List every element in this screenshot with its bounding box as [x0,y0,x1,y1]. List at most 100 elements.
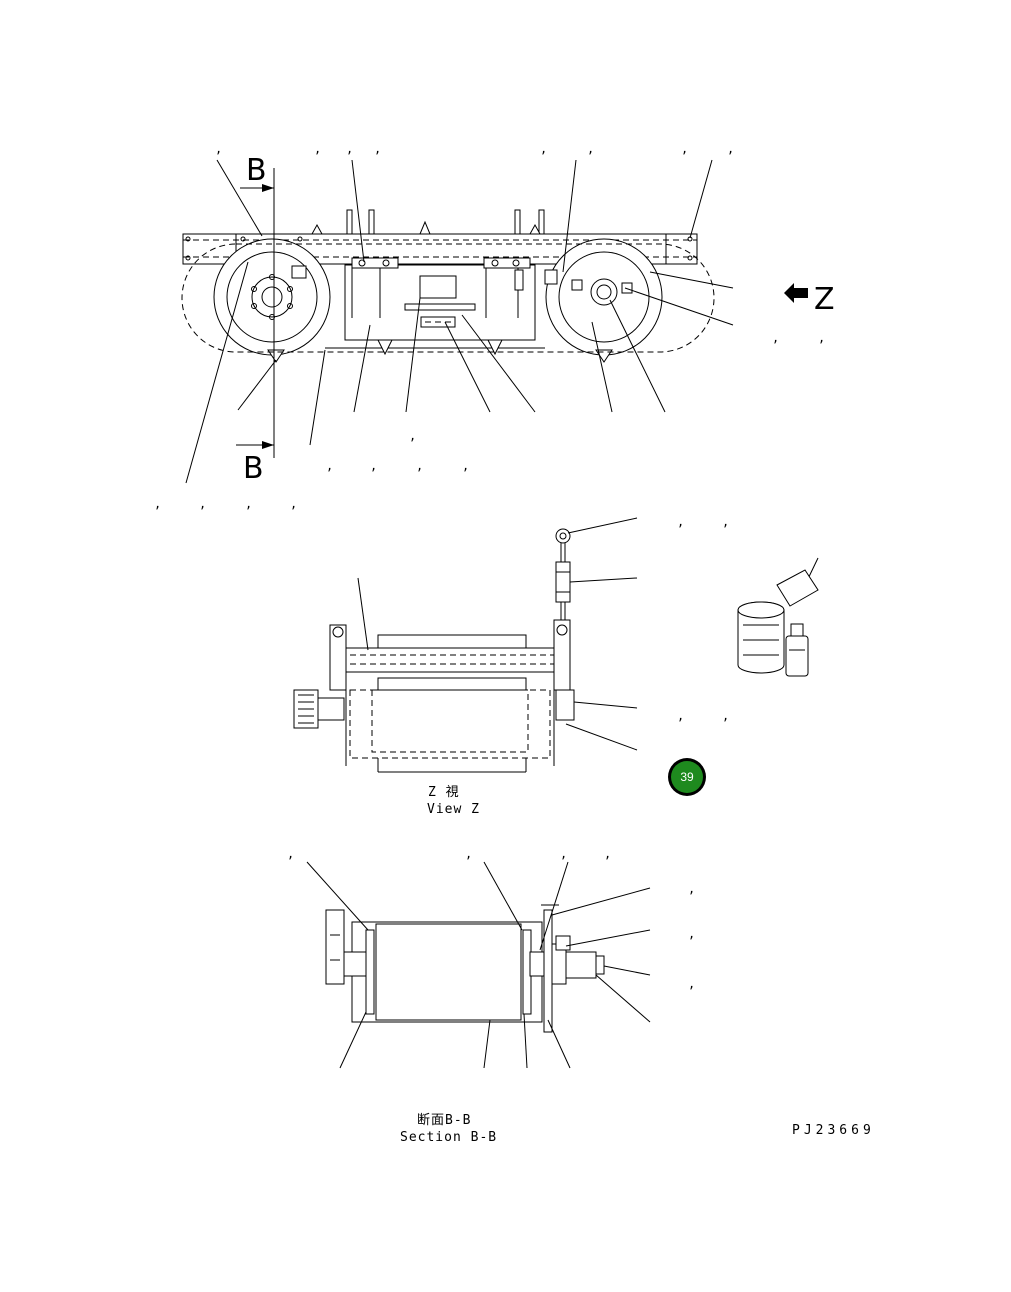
hub-bolt [251,303,257,309]
section-arrow-head [262,184,274,192]
guide-post [368,209,375,235]
left-wheel-inner [226,251,318,343]
bolt [297,236,303,242]
part-ref-separator: , [462,459,469,473]
part-ref-separator: , [374,142,381,156]
part-ref-separator: , [465,847,472,861]
leader-line [339,1011,367,1069]
view-mark-z: Z [814,282,835,317]
part-ref-separator: , [818,331,825,345]
leader-line [595,974,651,1023]
leader-line [237,359,277,411]
cross-beam [339,647,567,673]
bolt [382,259,390,267]
bearing-housing [555,689,575,721]
grease-can-lid [737,601,785,619]
drum-ring [377,677,527,691]
bolt [185,236,191,242]
part-ref-separator: , [346,142,353,156]
mount-block [555,935,571,951]
section-arrow-head [262,441,274,449]
section-mark-b-top: B [246,153,267,188]
side-plate-left [329,624,347,691]
leader-line [624,287,734,326]
side-wall-left [365,929,375,1015]
part-ref-separator: , [215,142,222,156]
leader-line [309,349,326,446]
leader-line [562,159,577,273]
part-ref-separator: , [727,142,734,156]
housing-tab [487,339,503,356]
frame-tab [311,223,323,235]
end-plate [543,909,553,1033]
section-bb: , , , , , , , 断面B-B Section B-B [287,847,695,1145]
wheel-tab [267,349,285,363]
side-plate-right [553,619,571,691]
leader-line [689,159,713,239]
leader-line [353,324,371,413]
leader-line [603,965,651,976]
right-hub [590,278,618,306]
bolt [687,255,693,261]
part-ref-separator: , [677,709,684,723]
nameplate-strip [404,303,476,311]
leader-line [609,299,666,413]
part-ref-separator: , [416,459,423,473]
left-hub-center [261,286,283,308]
leader-line [523,1013,528,1069]
part-ref-separator: , [677,515,684,529]
drum-section [375,923,522,1021]
bolt [512,259,520,267]
part-ref-separator: , [326,459,333,473]
part-ref-separator: , [722,515,729,529]
leader-line [483,861,523,931]
part-ref-separator: , [409,429,416,443]
bolt [185,255,191,261]
track-belt [181,243,715,353]
pin-hole [556,624,568,636]
leader-line [551,887,651,916]
part-ref-separator: , [681,142,688,156]
oil-bottle [785,635,809,677]
mount-plate [351,257,399,269]
oil-bottle-cap [790,623,804,637]
shaft-right [529,951,545,977]
motor-mount [291,265,307,279]
leader-line [547,1019,571,1069]
part-ref-separator: , [560,847,567,861]
guide-post [346,209,353,235]
part-ref-separator: , [370,459,377,473]
section-bb-caption-en: Section B-B [400,1130,497,1145]
bolt [491,259,499,267]
part-ref-separator: , [199,497,206,511]
grease-can-bands [743,624,779,656]
part-ref-separator: , [688,882,695,896]
track-frame-view: B B Z , , , , , , , , , , , , , , [154,142,835,511]
section-bb-caption-jp: 断面B-B [417,1113,471,1128]
leader-line [567,517,638,534]
mount-plate [483,257,531,269]
part-ref-separator: , [688,977,695,991]
part-ref-separator: , [540,142,547,156]
reducer-cap [595,955,605,975]
left-wheel-outer [213,238,331,356]
leader-line [573,701,638,709]
reducer [565,951,597,979]
hub-bolt [287,286,293,292]
part-ref-separator: , [154,497,161,511]
leader-line [306,861,369,931]
part-ref-separator: , [287,847,294,861]
right-wheel-outer [545,238,663,356]
bearing-block [571,279,583,291]
part-ref-separator: , [314,142,321,156]
leader-line [591,321,613,413]
leader-line [649,271,734,289]
housing-tab [377,339,393,356]
part-ref-separator: , [290,497,297,511]
leader-line [444,321,491,413]
right-wheel-inner [558,251,650,343]
leader-line [351,159,365,263]
part-ref-separator: , [604,847,611,861]
part-ref-separator: , [245,497,252,511]
motor-coupling [317,697,345,721]
